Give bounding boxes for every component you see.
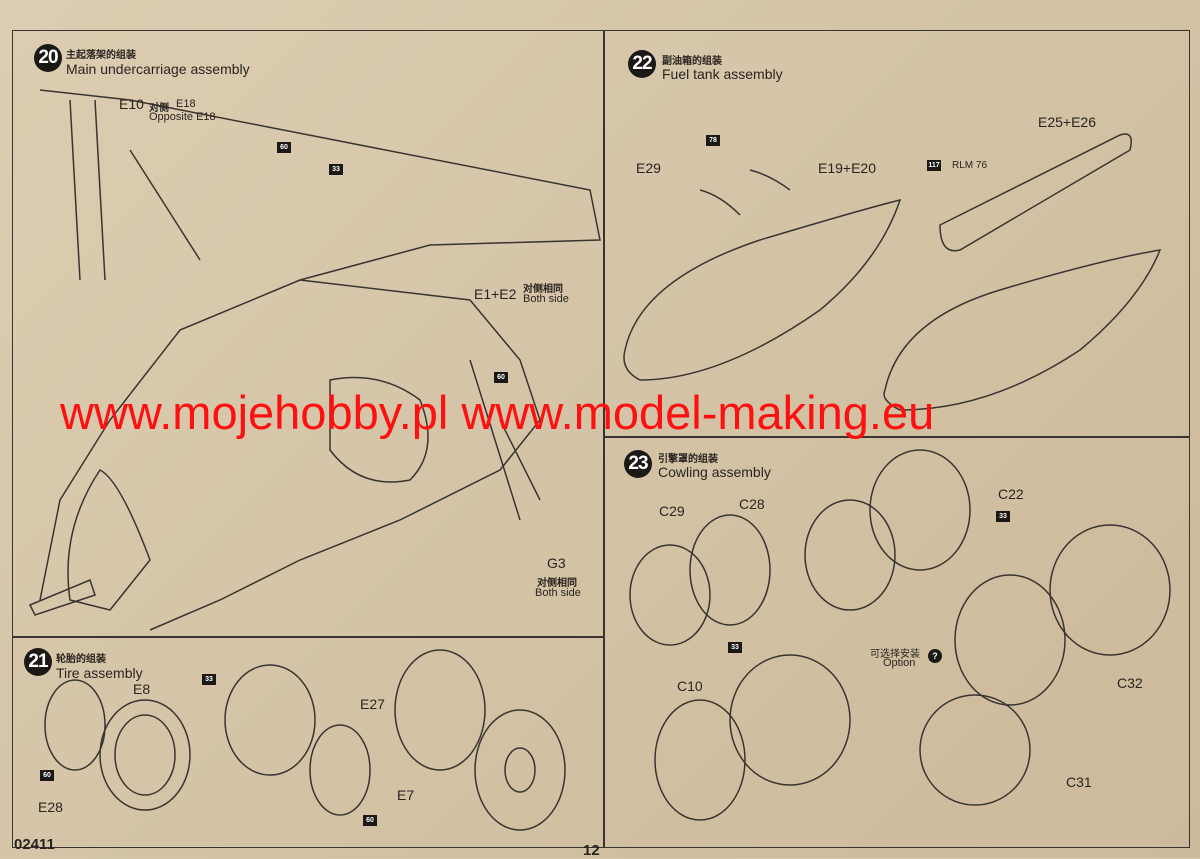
paint-code-badge: 33 — [329, 164, 343, 175]
rlm-76-label: RLM 76 — [952, 160, 988, 171]
option-label: Option — [883, 657, 916, 669]
step-number-22: 22 — [628, 50, 656, 78]
panel-step-23 — [603, 436, 1190, 848]
paint-code-badge: 117 — [927, 160, 941, 171]
part-label-c32: C32 — [1117, 675, 1143, 691]
paint-code-badge: 60 — [40, 770, 54, 781]
step-21-title: Tire assembly — [56, 665, 143, 681]
step-23-title-zh: 引擎罩的组装 — [658, 454, 718, 465]
step-22-title-zh: 副油箱的组装 — [662, 56, 722, 67]
part-label-g3: G3 — [547, 555, 566, 571]
option-question-icon: ? — [928, 649, 942, 663]
step-number-20: 20 — [34, 44, 62, 72]
panel-step-21 — [12, 636, 605, 848]
part-label-e8: E8 — [133, 681, 151, 697]
part-label-e10-zh: 对侧 — [149, 103, 169, 114]
part-label-c10: C10 — [677, 678, 703, 694]
step-22-title: Fuel tank assembly — [662, 66, 783, 82]
part-label-e18: E18 — [176, 98, 196, 110]
step-20-title-zh: 主起落架的组装 — [66, 50, 136, 61]
part-label-e28: E28 — [38, 799, 63, 815]
part-label-e19-e20: E19+E20 — [818, 160, 876, 176]
step-number-23: 23 — [624, 450, 652, 478]
paint-code-badge: 33 — [996, 511, 1010, 522]
part-label-c29: C29 — [659, 503, 685, 519]
paint-code-badge: 60 — [494, 372, 508, 383]
part-label-e7: E7 — [397, 787, 415, 803]
panel-step-20 — [12, 30, 605, 638]
both-side-label: Both side — [535, 587, 581, 599]
part-label-e10: E10 — [119, 96, 144, 112]
both-side-zh: 对侧相同 — [537, 578, 577, 589]
kit-code: 02411 — [14, 836, 55, 853]
part-label-e1-e2: E1+E2 — [474, 286, 517, 302]
panel-step-22 — [603, 30, 1190, 438]
part-label-c22: C22 — [998, 486, 1024, 502]
option-zh: 可选择安装 — [870, 649, 920, 660]
page-number: 12 — [583, 842, 600, 859]
opposite-e18-label: Opposite E18 — [149, 111, 216, 123]
step-23-title: Cowling assembly — [658, 464, 771, 480]
paint-code-badge: 60 — [363, 815, 377, 826]
paint-code-badge: 33 — [202, 674, 216, 685]
part-label-e29: E29 — [636, 160, 661, 176]
part-label-c28: C28 — [739, 496, 765, 512]
step-number-21: 21 — [24, 648, 52, 676]
paint-code-badge: 60 — [277, 142, 291, 153]
step-20-title: Main undercarriage assembly — [66, 61, 250, 77]
part-label-e27: E27 — [360, 696, 385, 712]
step-21-title-zh: 轮胎的组装 — [56, 654, 106, 665]
both-side-zh: 对侧相同 — [523, 284, 563, 295]
part-label-e25-e26: E25+E26 — [1038, 114, 1096, 130]
paint-code-badge: 33 — [728, 642, 742, 653]
part-label-c31: C31 — [1066, 774, 1092, 790]
paint-code-badge: 78 — [706, 135, 720, 146]
watermark-text: www.mojehobby.pl www.model-making.eu — [60, 386, 935, 439]
both-side-label: Both side — [523, 293, 569, 305]
